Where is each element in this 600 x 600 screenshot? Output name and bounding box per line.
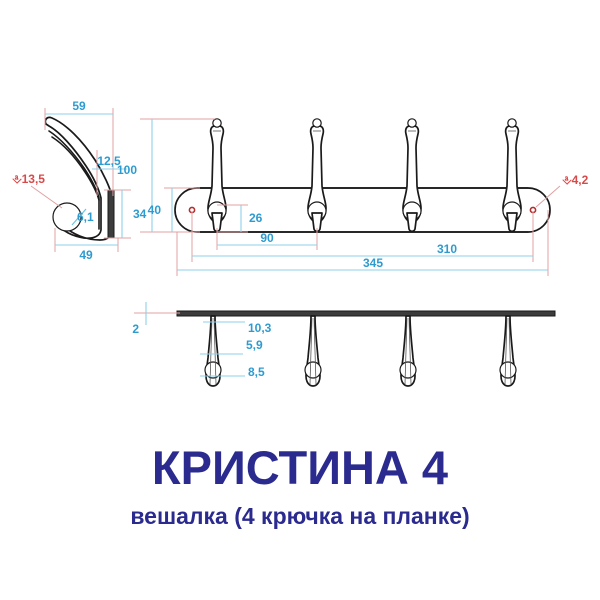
dim-label-345: 345 — [363, 256, 383, 270]
bottom-view-group: 2 10,3 5,9 8,5 — [132, 302, 556, 387]
bottom-hook-1-ring — [204, 361, 222, 379]
dim-label-59: 59 — [72, 99, 86, 113]
bottom-view-hook-1 — [204, 315, 222, 387]
leader-line-135 — [30, 185, 63, 209]
bottom-hook-2-ring — [304, 361, 322, 379]
dim-label-2: 2 — [132, 322, 139, 336]
dim-label-85: 8,5 — [248, 365, 265, 379]
dim-label-59b: 5,9 — [246, 338, 263, 352]
bottom-view-hook-4 — [499, 315, 517, 387]
side-view-plate-bar — [107, 189, 115, 239]
bottom-view-hook-3 — [399, 315, 417, 387]
dim-label-135: ⎀13,5 — [11, 172, 45, 186]
front-view-hook-2 — [307, 118, 327, 233]
dim-label-40: 40 — [148, 203, 162, 217]
front-view-plate — [174, 187, 551, 233]
bottom-hook-3-ring — [399, 361, 417, 379]
front-view-hook-3 — [402, 118, 422, 233]
page-subtitle: вешалка (4 крючка на планке) — [130, 503, 470, 529]
leader-line-42 — [535, 185, 561, 208]
dim-label-26: 26 — [249, 211, 263, 225]
hook-1-top-ball — [212, 118, 222, 128]
front-view-hook-4 — [502, 118, 522, 233]
hook-3-tip — [406, 212, 418, 233]
leader-line-61 — [71, 208, 87, 226]
dim-label-90: 90 — [260, 231, 274, 245]
dim-label-100: 100 — [117, 163, 137, 177]
front-view-hook-1 — [207, 118, 227, 233]
dim-label-310: 310 — [437, 242, 457, 256]
front-view-group: 100 40 26 90 310 345 — [117, 118, 589, 276]
hook-4-top-ball — [507, 118, 517, 128]
side-view-group: 59 12,5 34 ⎀13,5 6,1 49 — [11, 99, 147, 262]
page-title: КРИСТИНА 4 — [151, 441, 449, 494]
front-view-mount-hole-left — [188, 206, 196, 214]
front-view-mount-hole-right — [529, 206, 537, 214]
bottom-view-plate-bar — [176, 310, 556, 317]
hook-4-tip — [506, 212, 518, 233]
dim-label-42: ⎀4,2 — [561, 173, 589, 187]
bottom-hook-4-ring — [499, 361, 517, 379]
dim-label-34: 34 — [133, 207, 147, 221]
dim-label-125: 12,5 — [97, 154, 121, 168]
dim-label-49: 49 — [79, 248, 93, 262]
side-view-ring-circle — [52, 202, 82, 232]
hook-3-top-ball — [407, 118, 417, 128]
dim-label-103: 10,3 — [248, 321, 272, 335]
dim-label-61: 6,1 — [77, 210, 94, 224]
hook-2-top-ball — [312, 118, 322, 128]
bottom-view-hook-2 — [304, 315, 322, 387]
